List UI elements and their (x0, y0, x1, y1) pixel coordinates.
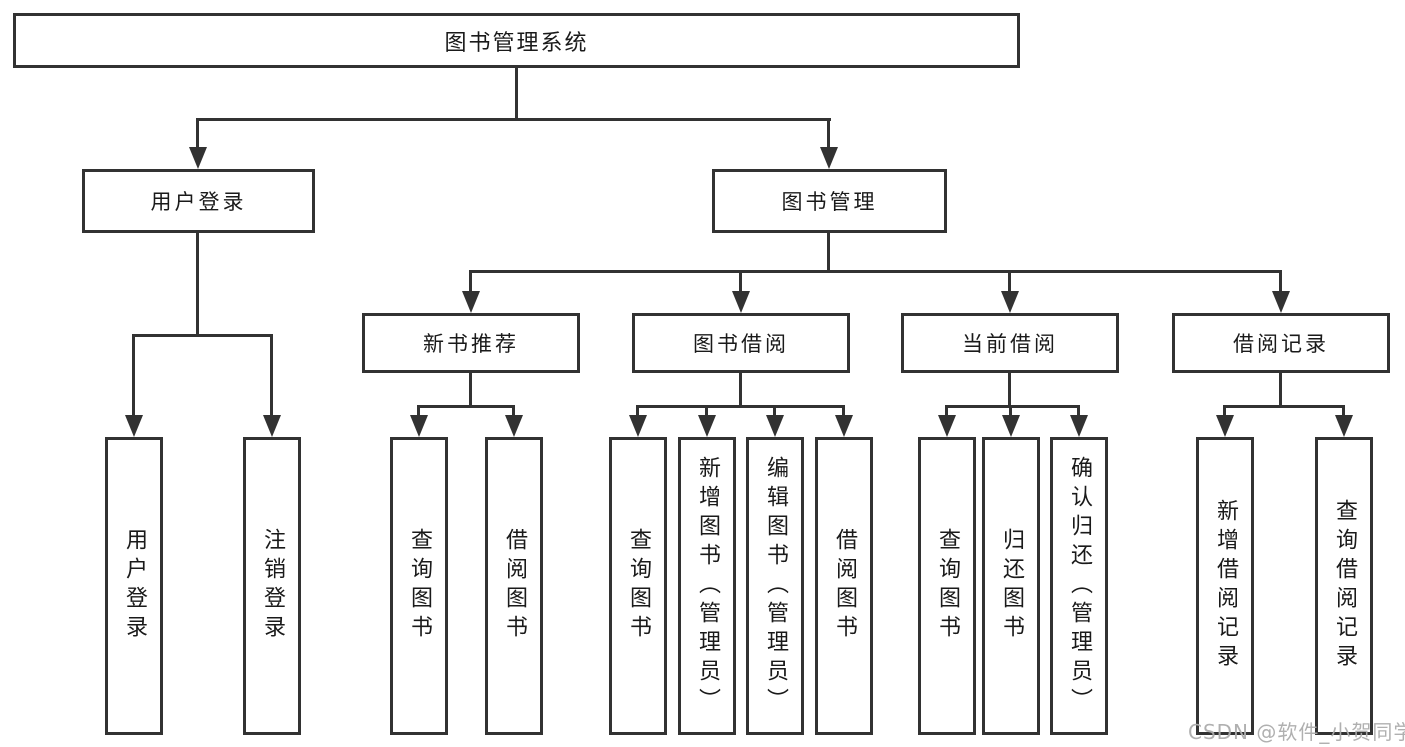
arrowhead-down-icon (1272, 291, 1290, 313)
connector-stem (773, 405, 776, 417)
connector-level1-branch (197, 118, 831, 121)
connector-stem (945, 405, 948, 417)
arrowhead-down-icon (629, 415, 647, 437)
arrowhead-down-icon (1002, 415, 1020, 437)
connector-stem (196, 118, 199, 149)
connector-stem (827, 118, 830, 149)
arrowhead-down-icon (410, 415, 428, 437)
node-logout: 注销登录 (243, 437, 301, 735)
node-user-login-leaf: 用户登录 (105, 437, 163, 735)
node-library-system: 图书管理系统 (13, 13, 1020, 68)
arrowhead-down-icon (1070, 415, 1088, 437)
connector-stem (417, 405, 420, 417)
connector-stem (842, 405, 845, 417)
connector-stem (1008, 270, 1011, 293)
connector-stem (739, 270, 742, 293)
node-borrow-records: 借阅记录 (1172, 313, 1390, 373)
node-query-borrow-record: 查询借阅记录 (1315, 437, 1373, 735)
connector-stem (636, 405, 639, 417)
csdn-watermark: CSDN @软件_小贺同学 (1188, 720, 1405, 744)
node-edit-books-admin: 编辑图书（管理员） (746, 437, 804, 735)
connector-recommend-stem (469, 373, 472, 408)
connector-book-mgmt-stem (827, 233, 830, 273)
connector-user-login-branch (132, 334, 273, 337)
connector-stem (705, 405, 708, 417)
connector-current-stem (1008, 373, 1011, 408)
arrowhead-down-icon (1216, 415, 1234, 437)
connector-stem (469, 270, 472, 293)
arrowhead-down-icon (125, 415, 143, 437)
arrowhead-down-icon (835, 415, 853, 437)
node-borrow-books-recommend: 借阅图书 (485, 437, 543, 735)
connector-borrow-stem (739, 373, 742, 408)
connector-records-branch (1223, 405, 1345, 408)
node-query-books-recommend: 查询图书 (390, 437, 448, 735)
connector-stem (512, 405, 515, 417)
connector-stem (1279, 270, 1282, 293)
connector-stem (132, 334, 135, 417)
connector-stem (1342, 405, 1345, 417)
arrowhead-down-icon (732, 291, 750, 313)
node-query-books-current: 查询图书 (918, 437, 976, 735)
node-add-borrow-record: 新增借阅记录 (1196, 437, 1254, 735)
node-user-login: 用户登录 (82, 169, 315, 233)
node-add-books-admin: 新增图书（管理员） (678, 437, 736, 735)
connector-borrow-branch (636, 405, 845, 408)
arrowhead-down-icon (263, 415, 281, 437)
connector-stem (270, 334, 273, 417)
node-current-borrow: 当前借阅 (901, 313, 1119, 373)
connector-stem (1077, 405, 1080, 417)
connector-records-stem (1279, 373, 1282, 408)
connector-stem (1009, 405, 1012, 417)
connector-user-login-stem (196, 233, 199, 337)
node-confirm-return-admin: 确认归还（管理员） (1050, 437, 1108, 735)
arrowhead-down-icon (820, 147, 838, 169)
node-borrow-books-borrow: 借阅图书 (815, 437, 873, 735)
connector-stem (1223, 405, 1226, 417)
arrowhead-down-icon (1335, 415, 1353, 437)
arrowhead-down-icon (938, 415, 956, 437)
connector-recommend-branch (417, 405, 515, 408)
arrowhead-down-icon (505, 415, 523, 437)
arrowhead-down-icon (1001, 291, 1019, 313)
node-new-book-recommend: 新书推荐 (362, 313, 580, 373)
arrowhead-down-icon (698, 415, 716, 437)
node-book-borrow: 图书借阅 (632, 313, 850, 373)
arrowhead-down-icon (462, 291, 480, 313)
connector-root-stem (515, 68, 518, 121)
node-book-mgmt: 图书管理 (712, 169, 947, 233)
node-query-books-borrow: 查询图书 (609, 437, 667, 735)
connector-current-branch (945, 405, 1080, 408)
arrowhead-down-icon (766, 415, 784, 437)
arrowhead-down-icon (189, 147, 207, 169)
node-return-books: 归还图书 (982, 437, 1040, 735)
connector-level2-branch (469, 270, 1282, 273)
